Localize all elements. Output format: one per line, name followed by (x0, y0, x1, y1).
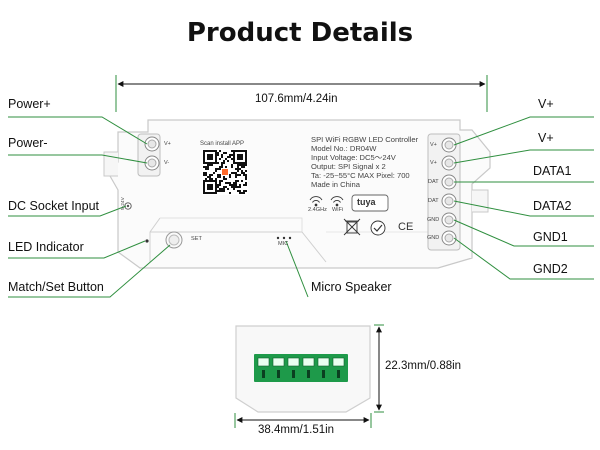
dc-socket-icon (124, 202, 132, 210)
tuya-logo: tuya (357, 197, 376, 207)
label-gnd1: GND1 (533, 230, 568, 244)
label-data1: DATA1 (533, 164, 572, 178)
label-data2: DATA2 (533, 199, 572, 213)
set-button (165, 231, 183, 249)
label-power-minus: Power- (8, 136, 48, 150)
side-view (235, 325, 371, 413)
height-dimension (374, 324, 384, 413)
spec-line-2: Model No.: DR04W (311, 144, 377, 153)
length-dimension (115, 75, 488, 112)
leader-lines (8, 116, 594, 298)
qr-code (202, 149, 248, 195)
spec-line-3: Input Voltage: DC5～24V (311, 153, 396, 162)
label-led-indicator: LED Indicator (8, 240, 84, 254)
label-dc-socket-input: DC Socket Input (8, 199, 100, 213)
left-terminal-block (137, 133, 161, 177)
label-gnd2: GND2 (533, 262, 568, 276)
wifi-2g4-icon (309, 196, 323, 207)
pin-label-right-4: DAT (428, 198, 439, 204)
length-dimension-label: 107.6mm/4.24in (255, 93, 338, 105)
rohs-icon (370, 220, 386, 236)
right-terminal-block (427, 133, 461, 251)
pin-label-right-5: GND (427, 217, 440, 223)
pin-label-right-1: V+ (430, 142, 437, 148)
spec-line-4: Output: SPI Signal x 2 (311, 162, 386, 171)
band-label: 2.4GHz (308, 207, 327, 213)
spec-line-6: Made in China (311, 180, 360, 189)
led-indicator (145, 239, 149, 243)
width-dimension-label: 38.4mm/1.51in (258, 424, 335, 436)
set-label: SET (191, 236, 202, 242)
label-micro-speaker: Micro Speaker (311, 280, 392, 294)
pin-label-right-3: DAT (428, 179, 439, 185)
page-title: Product Details (186, 18, 414, 48)
pin-label-right-6: GND (427, 235, 440, 241)
label-match-set-button: Match/Set Button (8, 280, 104, 294)
spec-line-5: Ta: -25~55°C MAX Pixel: 700 (311, 171, 410, 180)
ce-mark: CE (398, 221, 414, 233)
mic-label: MIC (278, 241, 289, 247)
tuya-badge (351, 194, 389, 212)
micro-speaker-holes (276, 236, 292, 240)
label-v-plus-1: V+ (538, 97, 554, 111)
height-dimension-label: 22.3mm/0.88in (385, 360, 462, 372)
pin-label-left-1: V+ (164, 141, 171, 147)
weee-bin-icon (343, 218, 361, 236)
dc-voltage-label: 5-24V (121, 197, 126, 210)
pin-label-right-2: V+ (430, 160, 437, 166)
wifi-label: WiFi (332, 207, 344, 213)
label-v-plus-2: V+ (538, 131, 554, 145)
pin-label-left-2: V- (164, 160, 170, 166)
scan-install-text: Scan install APP (200, 141, 245, 147)
wifi-icon (330, 196, 344, 207)
label-power-plus: Power+ (8, 97, 51, 111)
spec-line-1: SPI WiFi RGBW LED Controller (311, 135, 419, 144)
width-dimension (234, 413, 372, 428)
